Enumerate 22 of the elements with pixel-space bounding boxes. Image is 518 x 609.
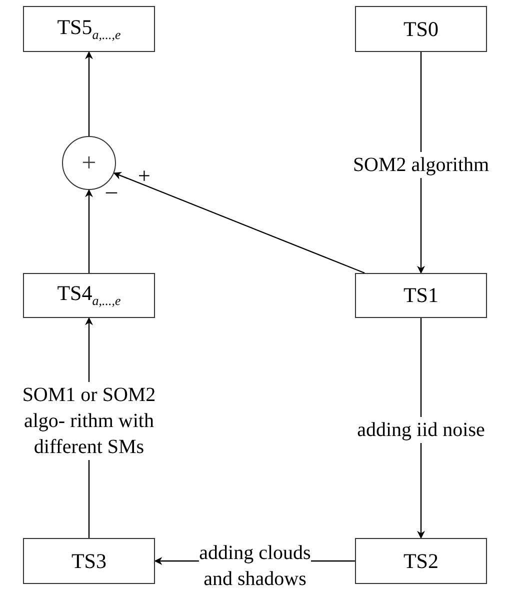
process-box: [23, 273, 155, 318]
node-label: TS5$_{a,...,e}$: [57, 14, 121, 44]
edge-label: SOM2 algorithm: [351, 152, 491, 178]
process-box: [23, 538, 155, 584]
arrow: [417, 52, 425, 274]
node-label: TS1: [403, 283, 438, 308]
sign-label: –: [106, 180, 117, 202]
sign-label: +: [138, 165, 150, 187]
process-box: [355, 273, 487, 318]
arrow: [113, 172, 365, 274]
node-label: TS0: [403, 16, 438, 42]
process-box: [23, 6, 155, 52]
node-label: TS3: [71, 548, 106, 574]
arrow: [417, 318, 425, 539]
node-label: TS4$_{a,...,e}$: [57, 281, 121, 310]
arrow: [85, 189, 93, 273]
plus-sign: +: [82, 148, 96, 178]
sum-junction-circle: [62, 136, 116, 190]
arrow: [85, 51, 93, 136]
process-box: [355, 538, 487, 584]
process-box: [355, 6, 487, 52]
node-label: TS2: [403, 548, 438, 574]
